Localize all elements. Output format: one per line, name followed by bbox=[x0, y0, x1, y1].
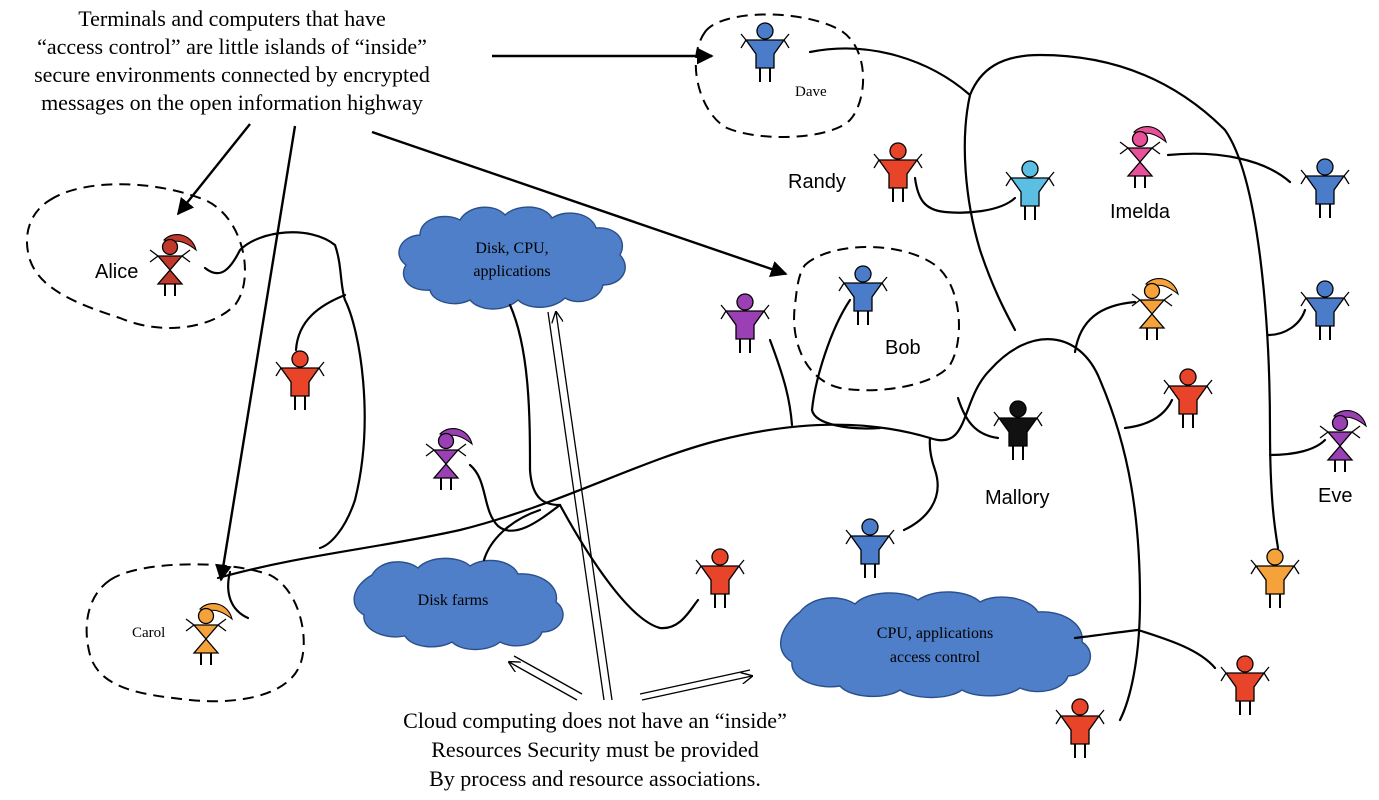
annotation-line-4: messages on the open information highway bbox=[41, 90, 423, 115]
arrow-to-alice bbox=[176, 123, 251, 216]
annotation-arrows bbox=[176, 47, 788, 582]
wire-red-bottom-right bbox=[1136, 628, 1217, 670]
islands-annotation: Terminals and computers that have “acces… bbox=[34, 6, 430, 115]
wire-red-right bbox=[1123, 398, 1174, 430]
wire-purple-woman bbox=[468, 463, 562, 532]
person-red-bottom bbox=[1055, 698, 1105, 758]
wire-imelda bbox=[1166, 152, 1292, 184]
wire-right-loop bbox=[808, 47, 1280, 550]
cloud-annotation: Cloud computing does not have an “inside… bbox=[403, 708, 787, 791]
cloud-annotation-line-1: Cloud computing does not have an “inside… bbox=[403, 708, 787, 733]
person-light-blue bbox=[1005, 160, 1055, 220]
label-alice: Alice bbox=[95, 261, 138, 283]
assoc-arrow-right-b bbox=[641, 676, 752, 701]
annotation-line-2: “access control” are little islands of “… bbox=[37, 34, 427, 59]
person-bob bbox=[838, 265, 888, 325]
assoc-arrow-up-b bbox=[556, 312, 613, 701]
person-blue-right-1 bbox=[1300, 158, 1350, 218]
wire-highway bbox=[216, 338, 1142, 722]
person-purple-woman bbox=[425, 428, 473, 490]
label-mallory: Mallory bbox=[985, 487, 1049, 509]
label-randy: Randy bbox=[788, 171, 846, 193]
person-blue-right-2 bbox=[1300, 280, 1350, 340]
label-eve: Eve bbox=[1318, 485, 1352, 507]
wire-bob bbox=[810, 298, 882, 430]
association-arrows bbox=[509, 311, 752, 701]
assoc-arrow-right-a bbox=[639, 669, 751, 695]
wire-disk-cpu bbox=[508, 303, 562, 507]
person-blue-middle bbox=[845, 518, 895, 578]
cloud-disk-farms-label: Disk farms bbox=[418, 592, 489, 609]
wire-cpu-cloud bbox=[1073, 628, 1140, 640]
label-carol: Carol bbox=[132, 625, 165, 641]
wire-red-middle bbox=[558, 503, 700, 630]
wire-mallory bbox=[956, 396, 1000, 440]
wire-loop-inner bbox=[963, 93, 1017, 332]
person-carol bbox=[185, 603, 233, 665]
arrow-to-bob bbox=[371, 130, 788, 278]
people-layer bbox=[149, 22, 1367, 758]
cloud-cpu-access: CPU, applications access control bbox=[779, 591, 1092, 699]
person-mallory bbox=[993, 400, 1043, 460]
person-purple-man bbox=[720, 293, 770, 353]
network-wires bbox=[203, 47, 1327, 722]
arrow-to-carol bbox=[215, 125, 297, 582]
person-alice bbox=[149, 234, 197, 296]
island-alice bbox=[25, 183, 246, 329]
person-orange-right bbox=[1250, 548, 1300, 608]
label-dave: Dave bbox=[795, 84, 827, 100]
assoc-arrow-up-a bbox=[547, 311, 605, 701]
person-red-right bbox=[1163, 368, 1213, 428]
annotation-line-3: secure environments connected by encrypt… bbox=[34, 62, 430, 87]
wire-blue-middle bbox=[902, 436, 939, 532]
cloud-cpu-line-1: CPU, applications bbox=[877, 625, 993, 642]
person-red-left bbox=[275, 350, 325, 410]
wire-alice bbox=[203, 231, 366, 550]
cloud-annotation-line-2: Resources Security must be provided bbox=[431, 737, 759, 762]
wire-carol bbox=[227, 570, 250, 620]
wire-blue-right-2 bbox=[1266, 308, 1307, 337]
cloud-disk-cpu-line-1: Disk, CPU, bbox=[475, 240, 548, 257]
person-labels: Dave Randy Imelda Alice Bob Mallory Eve … bbox=[95, 84, 1352, 641]
cloud-disk-farms: Disk farms bbox=[353, 557, 564, 651]
person-imelda bbox=[1119, 126, 1167, 188]
island-bob bbox=[793, 246, 960, 392]
cloud-annotation-line-3: By process and resource associations. bbox=[429, 766, 761, 791]
person-red-middle bbox=[695, 548, 745, 608]
wire-orange-woman bbox=[1073, 300, 1137, 354]
wire-eve bbox=[1268, 438, 1327, 457]
person-randy bbox=[873, 142, 923, 202]
person-dave bbox=[740, 22, 790, 82]
person-eve bbox=[1319, 410, 1367, 472]
label-imelda: Imelda bbox=[1110, 201, 1171, 223]
person-red-bottom-right bbox=[1220, 655, 1270, 715]
assoc-arrow-left-b bbox=[509, 662, 578, 701]
label-bob: Bob bbox=[885, 337, 921, 359]
island-carol bbox=[85, 563, 305, 703]
cloud-disk-cpu-line-2: applications bbox=[473, 263, 550, 280]
annotation-line-1: Terminals and computers that have bbox=[78, 6, 386, 31]
island-dave bbox=[694, 13, 865, 139]
person-orange-woman bbox=[1131, 278, 1179, 340]
assoc-arrow-left-a bbox=[513, 655, 583, 695]
wire-disk-farms bbox=[482, 508, 542, 562]
cloud-disk-cpu: Disk, CPU, applications bbox=[398, 206, 626, 310]
cloud-cpu-line-2: access control bbox=[890, 649, 981, 666]
wire-purple-man bbox=[768, 338, 794, 427]
wire-randy bbox=[913, 176, 1017, 214]
islands bbox=[25, 13, 960, 703]
wire-red-left bbox=[294, 293, 347, 352]
